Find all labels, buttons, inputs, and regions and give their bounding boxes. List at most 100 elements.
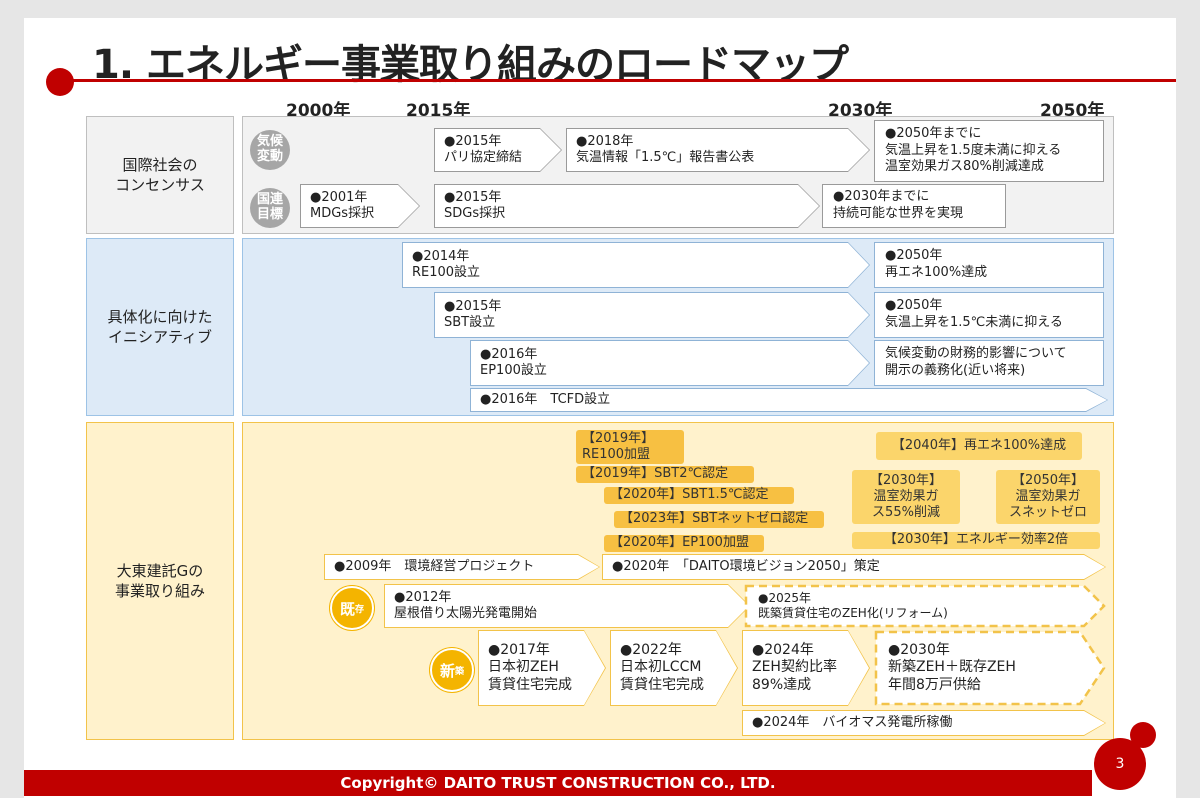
box-2030-target: ●2030年までに 持続可能な世界を実現 bbox=[822, 184, 1006, 228]
env-project-text: ●2009年 環境経営プロジェクト bbox=[334, 558, 535, 574]
tag-energy-2030: 【2030年】エネルギー効率2倍 bbox=[852, 532, 1100, 549]
box-2050-target: ●2050年までに 気温上昇を1.5度未満に抑える 温室効果ガス80%削減達成 bbox=[874, 120, 1104, 182]
ghg2030-line2: 温室効果ガ bbox=[873, 488, 939, 504]
lccm2022-line2: 日本初LCCM bbox=[620, 659, 702, 676]
existing-badge: 既存 bbox=[330, 586, 374, 630]
zeh-reform-year: ●2025年 bbox=[758, 591, 812, 605]
row-label-consensus: 国際社会の コンセンサス bbox=[86, 116, 234, 234]
slide: 1. エネルギー事業取り組みのロードマップ 2000年 2015年 2030年 … bbox=[24, 18, 1176, 798]
re100join-line2: RE100加盟 bbox=[582, 447, 651, 462]
lccm2022-year: ●2022年 bbox=[620, 641, 682, 658]
tag-re100-2040: 【2040年】再エネ100%達成 bbox=[876, 432, 1082, 460]
tag-sbtzero: 【2023年】SBTネットゼロ認定 bbox=[614, 511, 824, 528]
sbtgoal-line1: ●2050年 bbox=[885, 298, 943, 314]
ghg2050-line1: 【2050年】 bbox=[1011, 472, 1085, 488]
vision-text: ●2020年 「DAITO環境ビジョン2050」策定 bbox=[612, 558, 880, 574]
target2030-line2: 持続可能な世界を実現 bbox=[833, 206, 964, 221]
arrow-paris-agreement: ●2015年パリ協定締結 bbox=[434, 128, 562, 172]
arrow-vision: ●2020年 「DAITO環境ビジョン2050」策定 bbox=[602, 554, 1106, 580]
un-goals-badge: 国連 目標 bbox=[250, 188, 290, 228]
tag-sbt15: 【2020年】SBT1.5℃認定 bbox=[604, 487, 794, 504]
tag-ghg-2030: 【2030年】 温室効果ガ ス55%削減 bbox=[852, 470, 960, 524]
row-label-initiatives: 具体化に向けた イニシアティブ bbox=[86, 238, 234, 416]
zeh2017-line3: 賃貸住宅完成 bbox=[488, 676, 572, 693]
target2030-line1: ●2030年までに bbox=[833, 189, 930, 205]
target2050-line1: ●2050年までに bbox=[885, 125, 982, 141]
biomass-text: ●2024年 バイオマス発電所稼働 bbox=[752, 714, 953, 730]
re100-year: ●2014年 bbox=[412, 248, 470, 264]
ep100-text: EP100設立 bbox=[480, 363, 547, 378]
new-build-badge: 新築 bbox=[430, 648, 474, 692]
climate-change-badge: 気候 変動 bbox=[250, 130, 290, 170]
mdgs-text: MDGs採択 bbox=[310, 206, 375, 221]
zeh2030-line2: 新築ZEH＋既存ZEH bbox=[888, 659, 1016, 676]
zeh2017-year: ●2017年 bbox=[488, 641, 550, 658]
ipcc-text: 気温情報「1.5℃」報告書公表 bbox=[576, 150, 755, 165]
page-number: 3 bbox=[1094, 738, 1146, 790]
ghg2050-line2: 温室効果ガ bbox=[1015, 488, 1081, 504]
box-sbt-goal: ●2050年 気温上昇を1.5℃未満に抑える bbox=[874, 292, 1104, 338]
ghg2050-line3: スネットゼロ bbox=[1008, 505, 1087, 521]
new-badge-text: 新 bbox=[439, 661, 455, 680]
zeh2030-line3: 年間8万戸供給 bbox=[888, 676, 981, 693]
ghg2030-line3: ス55%削減 bbox=[872, 505, 940, 521]
re100goal-line1: ●2050年 bbox=[885, 248, 943, 264]
title-underline bbox=[64, 79, 1176, 82]
arrow-biomass: ●2024年 バイオマス発電所稼働 bbox=[742, 710, 1106, 736]
title-bullet-dot bbox=[46, 68, 74, 96]
tag-re100-join: 【2019年】 RE100加盟 bbox=[576, 430, 684, 464]
new-badge-small: 築 bbox=[455, 666, 465, 677]
zeh-reform-text: 既築賃貸住宅のZEH化(リフォーム) bbox=[758, 606, 948, 620]
tcfd-text: ●2016年 TCFD設立 bbox=[480, 391, 611, 407]
rooftop-text: 屋根借り太陽光発電開始 bbox=[394, 606, 538, 621]
paris-year: ●2015年 bbox=[444, 133, 502, 149]
re100join-line1: 【2019年】 bbox=[582, 430, 655, 446]
re100goal-line2: 再エネ100%達成 bbox=[885, 265, 988, 280]
arrow-ipcc-report: ●2018年気温情報「1.5℃」報告書公表 bbox=[566, 128, 870, 172]
footer-copyright: Copyright© DAITO TRUST CONSTRUCTION CO.,… bbox=[24, 770, 1092, 796]
tag-ghg-2050: 【2050年】 温室効果ガ スネットゼロ bbox=[996, 470, 1100, 524]
ep100goal-line2: 開示の義務化(近い将来) bbox=[885, 363, 1026, 378]
dashed-arrow-zeh-reform: ●2025年既築賃貸住宅のZEH化(リフォーム) bbox=[744, 584, 1106, 628]
sdgs-year: ●2015年 bbox=[444, 189, 502, 205]
row-label-daito: 大東建託Gの 事業取り組み bbox=[86, 422, 234, 740]
box-ep100-goal: 気候変動の財務的影響について 開示の義務化(近い将来) bbox=[874, 340, 1104, 386]
sdgs-text: SDGs採択 bbox=[444, 206, 506, 221]
paris-text: パリ協定締結 bbox=[444, 150, 523, 165]
arrow-tcfd: ●2016年 TCFD設立 bbox=[470, 388, 1108, 412]
ghg2030-line1: 【2030年】 bbox=[869, 472, 943, 488]
existing-badge-text: 既 bbox=[339, 599, 355, 618]
box-re100-goal: ●2050年 再エネ100%達成 bbox=[874, 242, 1104, 288]
zeh2017-line2: 日本初ZEH bbox=[488, 659, 559, 676]
zeh2024-year: ●2024年 bbox=[752, 641, 814, 658]
existing-badge-small: 存 bbox=[355, 604, 365, 615]
arrow-env-project: ●2009年 環境経営プロジェクト bbox=[324, 554, 600, 580]
ep100goal-line1: 気候変動の財務的影響について bbox=[885, 346, 1067, 362]
ipcc-year: ●2018年 bbox=[576, 133, 634, 149]
arrow-rooftop-solar: ●2012年屋根借り太陽光発電開始 bbox=[384, 584, 750, 628]
mdgs-year: ●2001年 bbox=[310, 189, 368, 205]
zeh2024-line2: ZEH契約比率 bbox=[752, 659, 837, 676]
target2050-line3: 温室効果ガス80%削減達成 bbox=[885, 159, 1044, 175]
tag-sbt2: 【2019年】SBT2℃認定 bbox=[576, 466, 754, 483]
tag-ep100-join: 【2020年】EP100加盟 bbox=[604, 535, 764, 552]
target2050-line2: 気温上昇を1.5度未満に抑える bbox=[885, 142, 1062, 158]
rooftop-year: ●2012年 bbox=[394, 589, 452, 605]
sbt-year: ●2015年 bbox=[444, 298, 502, 314]
lccm2022-line3: 賃貸住宅完成 bbox=[620, 676, 704, 693]
re100-text: RE100設立 bbox=[412, 265, 481, 280]
ep100-year: ●2016年 bbox=[480, 346, 538, 362]
sbt-text: SBT設立 bbox=[444, 315, 496, 330]
zeh2030-year: ●2030年 bbox=[888, 641, 950, 658]
zeh2024-line3: 89%達成 bbox=[752, 676, 812, 693]
sbtgoal-line2: 気温上昇を1.5℃未満に抑える bbox=[885, 315, 1063, 330]
